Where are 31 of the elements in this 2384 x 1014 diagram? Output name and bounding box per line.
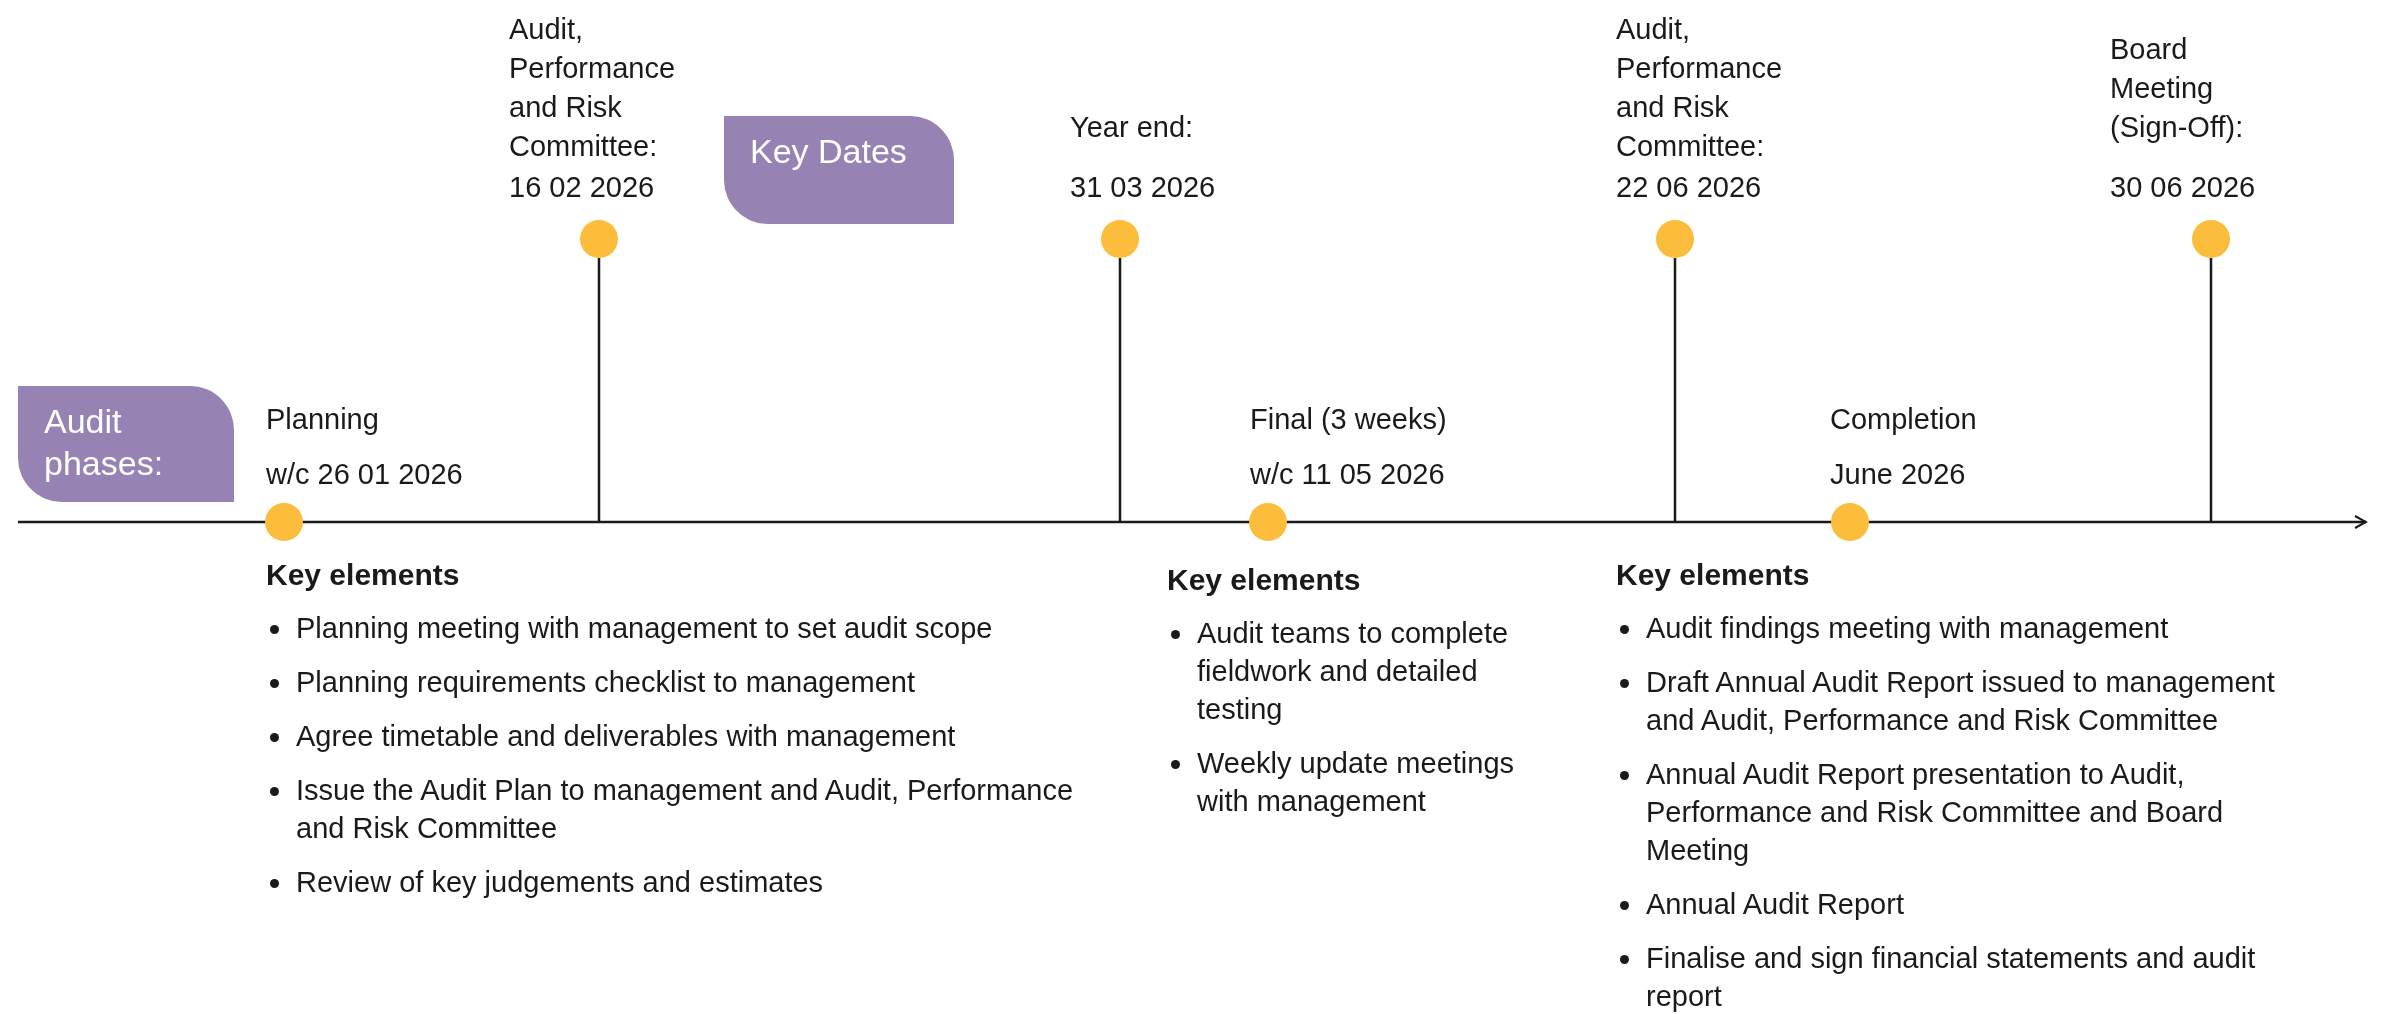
bullet-text: Weekly update meetings with management xyxy=(1197,746,1516,819)
section-tag: Key Dates xyxy=(724,116,954,224)
bullet-text: Planning requirements checklist to management xyxy=(296,665,916,700)
milestone-date: 30 06 2026 xyxy=(2110,170,2257,205)
milestone-label: Audit, Performance and Risk Committee: xyxy=(1616,12,1783,164)
section-heading: Key elements xyxy=(1167,562,1362,598)
phase-date: w/c 11 05 2026 xyxy=(1250,457,1445,492)
phase-label: Planning xyxy=(266,402,379,437)
bullet-text: Audit teams to complete fieldwork and detailed testing xyxy=(1197,616,1510,727)
section-tag: Audit phases: xyxy=(18,386,234,502)
phase-date: w/c 26 01 2026 xyxy=(266,457,463,492)
section-heading: Key elements xyxy=(266,557,461,593)
phase-date: June 2026 xyxy=(1830,457,1966,492)
bullet-text: Review of key judgements and estimates xyxy=(296,865,825,900)
milestone-label: Board Meeting (Sign-Off): xyxy=(2110,32,2245,145)
milestone-date: 22 06 2026 xyxy=(1616,170,1763,205)
milestone-label: Audit, Performance and Risk Committee: xyxy=(509,12,676,164)
bullet-text: Annual Audit Report presentation to Audit, Performance and Risk Committee and Board Meeting xyxy=(1646,757,2225,868)
milestone-date: 31 03 2026 xyxy=(1070,170,1217,205)
bullet-text: Agree timetable and deliverables with management xyxy=(296,719,957,754)
bullet-text: Audit findings meeting with management xyxy=(1646,611,2170,646)
bullet-text: Draft Annual Audit Report issued to management and Audit, Performance and Risk Committee xyxy=(1646,665,2276,738)
bullet-text: Issue the Audit Plan to management and Audit, Performance and Risk Committee xyxy=(296,773,1075,846)
milestone-date: 16 02 2026 xyxy=(509,170,656,205)
phase-label: Completion xyxy=(1830,402,1977,437)
milestone-label: Year end: xyxy=(1070,110,1195,145)
bullet-text: Annual Audit Report xyxy=(1646,887,1905,922)
phase-label: Final (3 weeks) xyxy=(1250,402,1447,437)
section-heading: Key elements xyxy=(1616,557,1811,593)
bullet-text: Planning meeting with management to set audit scope xyxy=(296,611,994,646)
bullet-text: Finalise and sign financial statements and audit report xyxy=(1646,941,2257,1014)
